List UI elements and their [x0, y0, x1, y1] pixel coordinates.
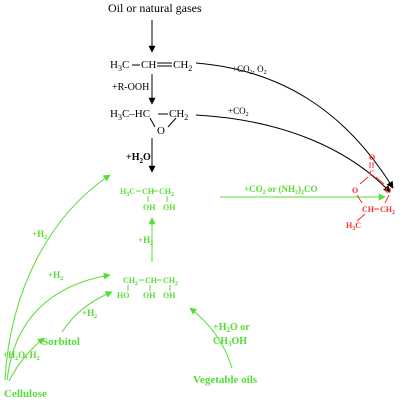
- label-oil-natural-gases: Oil or natural gases: [108, 1, 202, 15]
- svg-text:OH: OH: [163, 203, 176, 212]
- propene-structure: H3C CH CH2: [110, 59, 192, 73]
- label-cellulose: Cellulose: [4, 388, 47, 400]
- arrow-cellulose-to-glycol: [4, 174, 111, 381]
- svg-text:OH: OH: [143, 291, 156, 300]
- propylene-glycol-structure: H3C CH CH2 OH OH: [120, 187, 176, 212]
- label-r-ooh: +R-OOH: [112, 82, 149, 93]
- label-cellulose-h2o-h2: +H2O, H2: [3, 350, 40, 362]
- svg-text:CH2: CH2: [173, 59, 192, 73]
- label-cellulose-h2-mid: +H2: [48, 270, 63, 282]
- arrow-vegetable-oils-to-glycerol: [189, 307, 233, 369]
- svg-text:OH: OH: [143, 203, 156, 212]
- label-co2-or-urea: +CO2 or (NH2)2CO: [244, 184, 317, 196]
- arrow-cellulose-to-sorbitol: [8, 337, 45, 382]
- svg-text:CH: CH: [145, 276, 158, 285]
- svg-text:CH2: CH2: [123, 276, 138, 287]
- svg-text:HO: HO: [117, 291, 129, 300]
- label-h2-up: +H2: [138, 235, 153, 247]
- svg-text:CH2: CH2: [380, 205, 395, 216]
- propylene-oxide-structure: H3C–HC CH2 O: [110, 108, 188, 137]
- svg-text:H3C–HC: H3C–HC: [110, 108, 150, 122]
- svg-text:CH: CH: [141, 59, 156, 71]
- arrow-propene-to-carbonate: [195, 62, 394, 189]
- svg-text:O: O: [157, 125, 165, 137]
- label-co2: +CO2: [228, 106, 249, 118]
- svg-text:CH: CH: [142, 187, 155, 196]
- propylene-carbonate-structure: O C O O CH CH2 H3C: [346, 153, 395, 232]
- svg-text:C: C: [369, 169, 375, 178]
- label-sorbitol-h2: +H2: [82, 308, 97, 320]
- svg-text:CH2: CH2: [163, 276, 178, 287]
- svg-text:CH: CH: [362, 205, 375, 214]
- glycerol-structure: CH2 CH CH2 HO OH OH: [117, 276, 178, 300]
- label-ch3oh: CH3OH: [213, 336, 247, 348]
- arrow-cellulose-to-glycerol: [6, 272, 111, 381]
- label-sorbitol: Sorbitol: [42, 336, 80, 348]
- svg-text:CH2: CH2: [159, 187, 174, 198]
- svg-text:H3C: H3C: [110, 59, 129, 73]
- label-co2-o2: +CO2, O2: [232, 64, 267, 76]
- label-h2o-or: +H2O or: [213, 322, 250, 334]
- label-cellulose-h2-top: +H2: [32, 229, 47, 241]
- svg-text:OH: OH: [163, 291, 176, 300]
- svg-text:CH2: CH2: [169, 108, 188, 122]
- svg-text:O: O: [385, 186, 391, 195]
- svg-text:O: O: [352, 186, 358, 195]
- label-vegetable-oils: Vegetable oils: [193, 374, 258, 386]
- svg-text:H3C: H3C: [120, 187, 135, 198]
- label-h2o: +H2O: [126, 152, 151, 165]
- arrow-epoxide-to-carbonate: [195, 114, 391, 193]
- svg-text:O: O: [369, 153, 375, 162]
- svg-text:H3C: H3C: [346, 221, 361, 232]
- arrow-sorbitol-to-glycerol: [61, 291, 113, 333]
